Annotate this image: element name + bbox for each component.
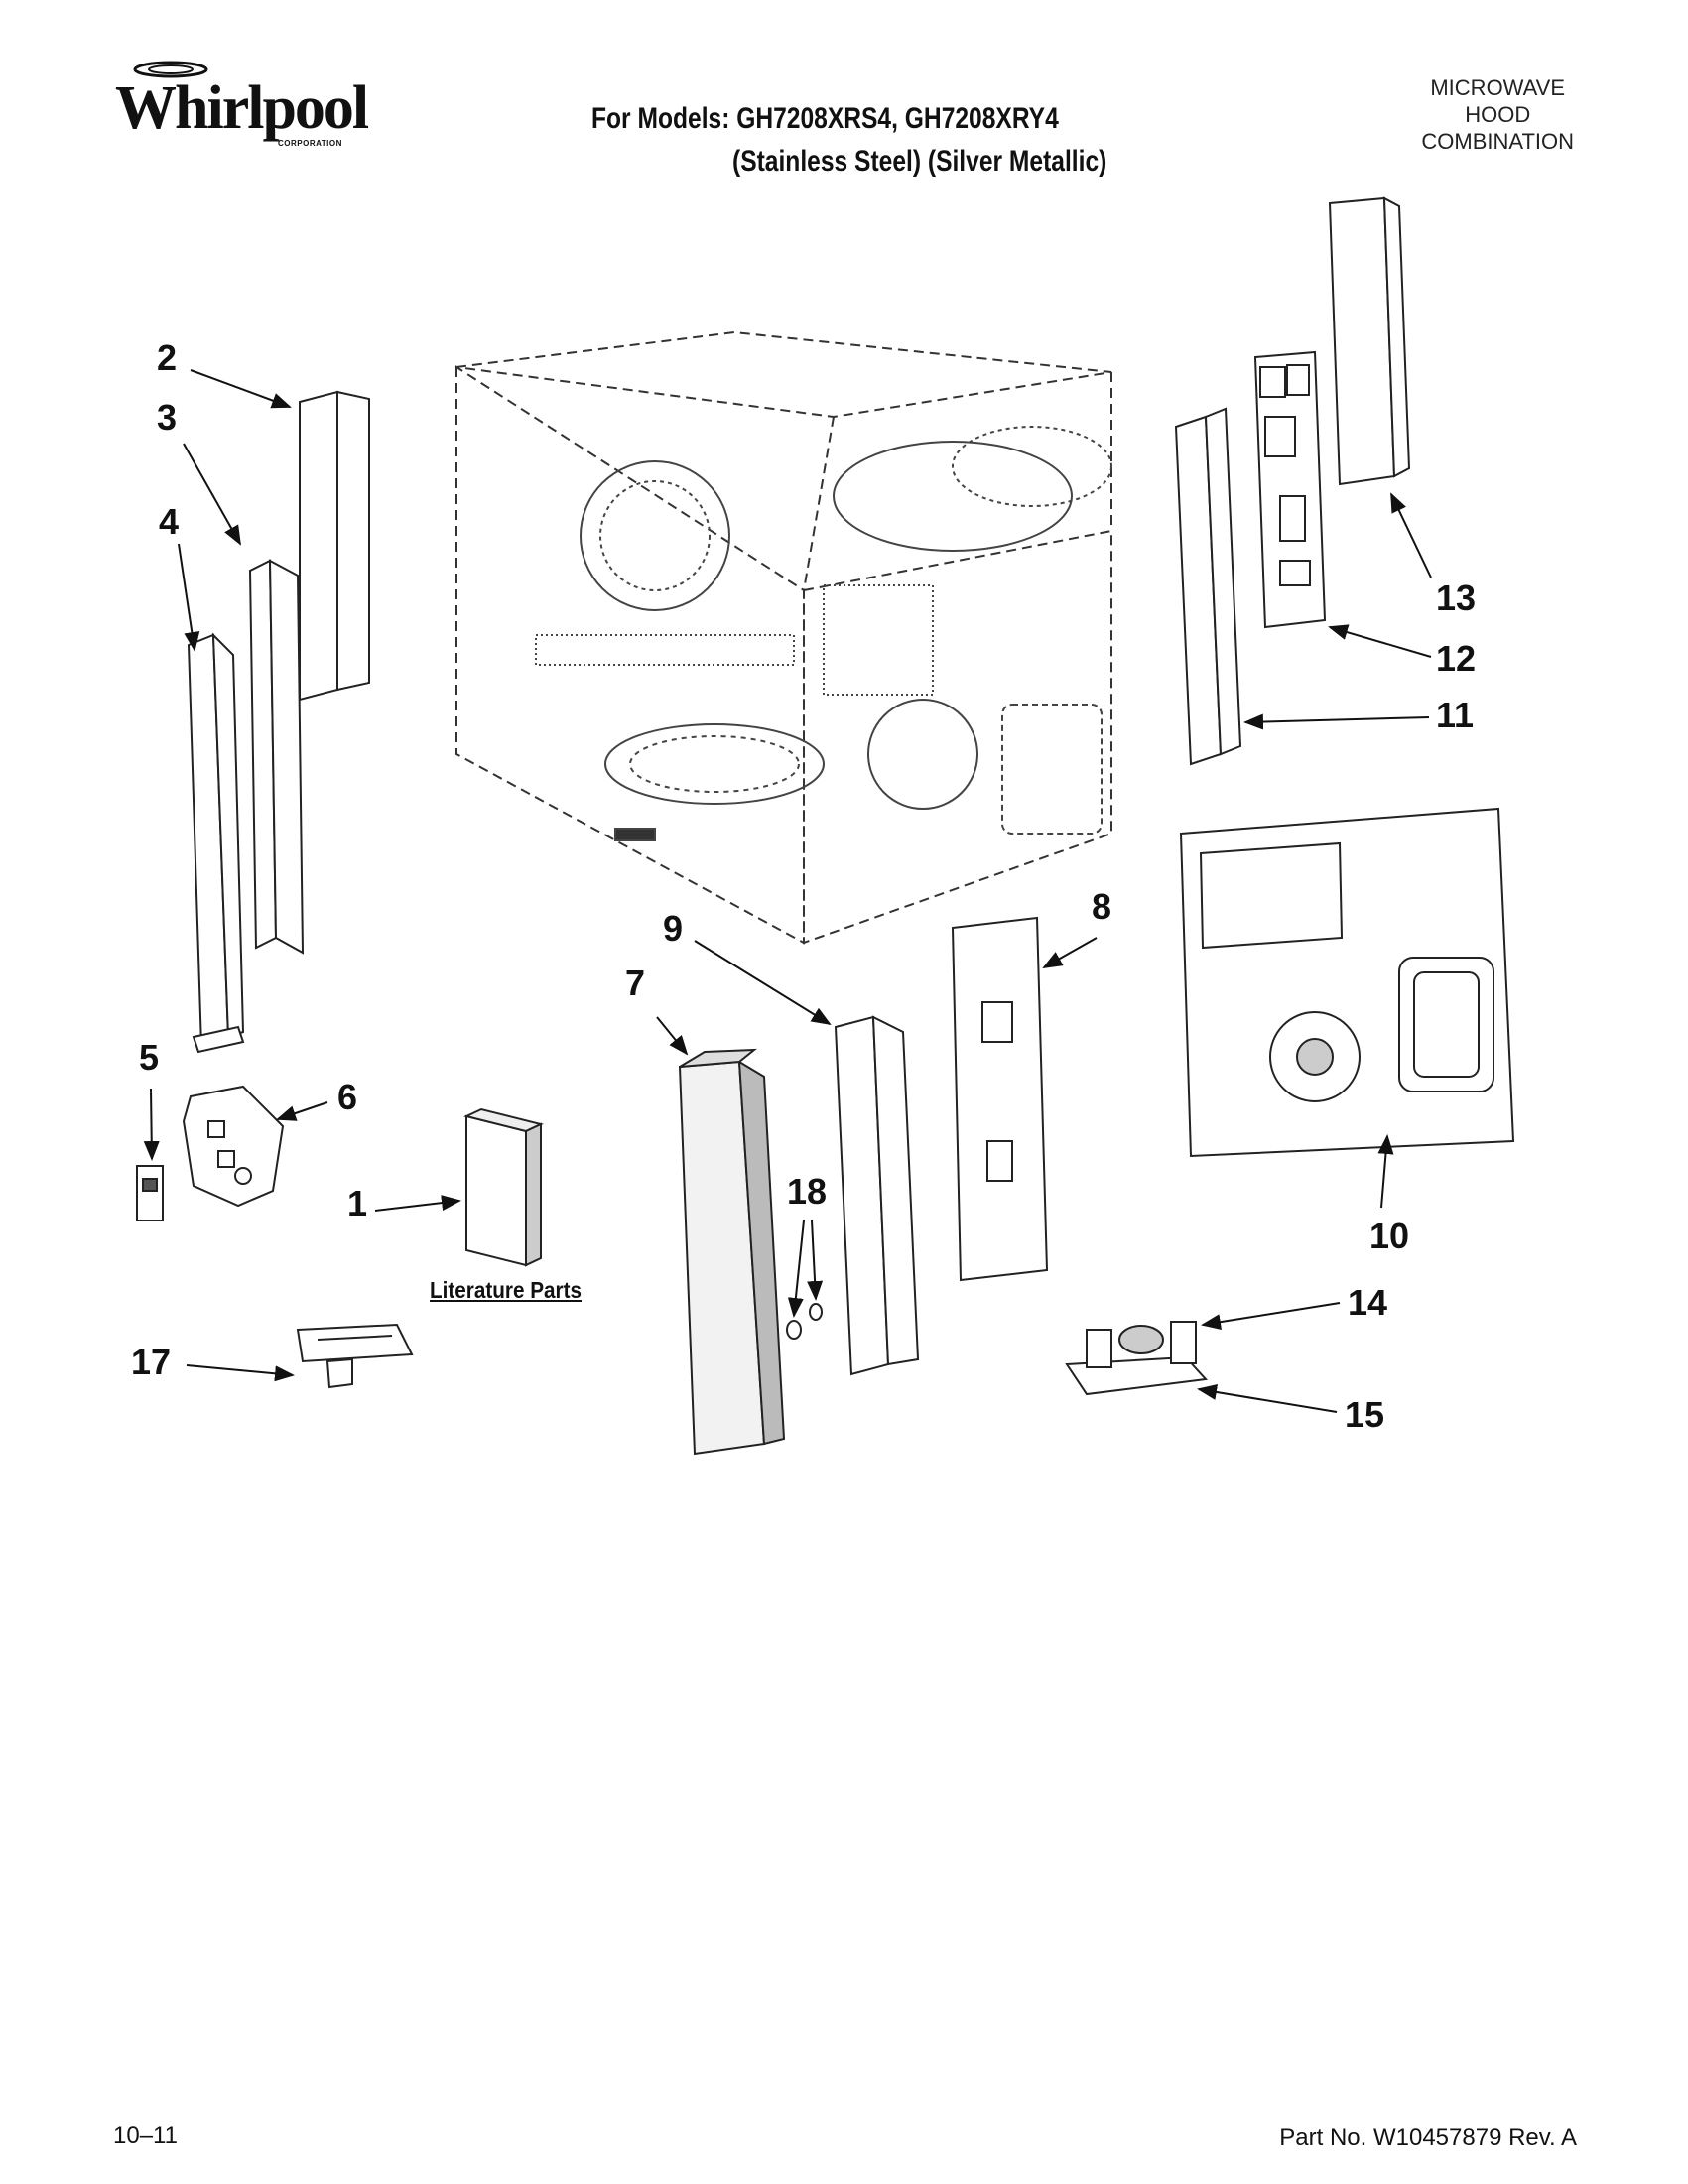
leader-arrows	[143, 369, 1432, 1413]
finish-subtitle: (Stainless Steel) (Silver Metallic)	[732, 145, 1107, 178]
logo-wordmark: Whirlpool	[115, 74, 369, 142]
callout-5: 5	[139, 1037, 160, 1078]
part-17-plate	[296, 1323, 414, 1389]
callout-9: 9	[663, 908, 684, 949]
revision-date: 10–11	[113, 2122, 178, 2149]
callout-3: 3	[157, 397, 178, 438]
cabinet-frame	[455, 330, 1112, 945]
part-9-channel	[834, 1015, 920, 1376]
part-14-15-transformer	[1065, 1321, 1209, 1396]
category-line-3: COMBINATION	[1421, 129, 1574, 154]
part-13-board-mount	[1328, 196, 1411, 486]
callout-18: 18	[787, 1171, 828, 1212]
callout-6: 6	[337, 1077, 358, 1117]
part-1-literature	[463, 1107, 544, 1267]
models-title: For Models: GH7208XRS4, GH7208XRY4	[591, 102, 1059, 135]
part-4-trim	[187, 632, 245, 1054]
callout-17: 17	[131, 1342, 172, 1382]
part-2-side-channel	[299, 390, 370, 702]
whirlpool-logo: Whirlpool CORPORATION	[111, 58, 379, 157]
literature-parts-label: Literature Parts	[430, 1277, 583, 1303]
callout-7: 7	[625, 963, 646, 1003]
callout-14: 14	[1348, 1282, 1388, 1323]
logo-swirl-icon	[133, 61, 208, 78]
category-line-2: HOOD	[1465, 102, 1531, 127]
category-line-1: MICROWAVE	[1430, 75, 1566, 100]
part-11-side-panel	[1174, 407, 1242, 766]
product-category: MICROWAVE HOOD COMBINATION	[1421, 74, 1574, 155]
callout-10: 10	[1369, 1216, 1410, 1256]
callout-12: 12	[1436, 638, 1477, 679]
part-10-back-plate	[1179, 807, 1515, 1158]
part-8-control-panel	[951, 916, 1049, 1282]
callout-11: 11	[1436, 695, 1475, 735]
callout-4: 4	[159, 501, 180, 542]
callout-1: 1	[347, 1183, 368, 1223]
callout-15: 15	[1345, 1394, 1385, 1435]
cabinet-details	[535, 426, 1112, 841]
callout-8: 8	[1092, 886, 1112, 927]
part-18-hardware	[786, 1303, 823, 1340]
part-7-door-panel	[678, 1048, 786, 1456]
logo-corporation-text: CORPORATION	[278, 139, 342, 148]
part-6-switch-holder	[182, 1085, 285, 1208]
part-12-control-board	[1253, 350, 1327, 629]
callout-2: 2	[157, 337, 178, 378]
part-5-switch	[136, 1165, 164, 1221]
part-number: Part No. W10457879 Rev. A	[1279, 2124, 1577, 2151]
part-3-bracket	[248, 559, 305, 955]
callout-13: 13	[1436, 578, 1477, 618]
